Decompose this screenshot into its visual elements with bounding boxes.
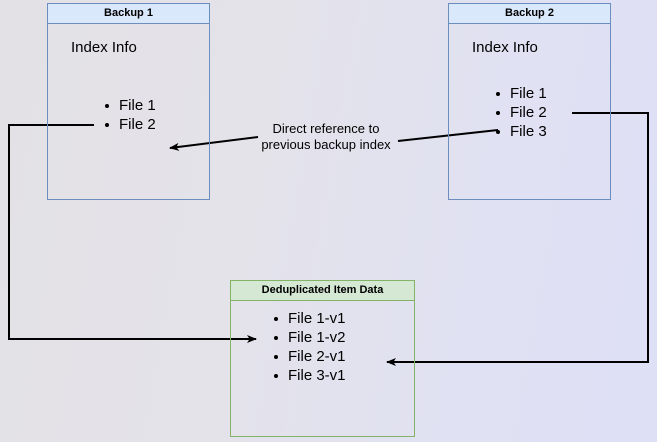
node-backup-2[interactable]: Backup 2 Index Info File 1 File 2 File 3 bbox=[448, 3, 611, 201]
node-backup-2-header: Backup 2 bbox=[448, 3, 611, 24]
list-item: File 1 bbox=[495, 84, 547, 103]
list-item: File 2 bbox=[495, 103, 547, 122]
list-item: File 2 bbox=[104, 115, 156, 134]
list-item: File 2-v1 bbox=[273, 347, 346, 366]
backup-2-file-list: File 1 File 2 File 3 bbox=[495, 84, 547, 141]
edge-label-to-backup1-file2 bbox=[169, 136, 259, 151]
node-backup-1[interactable]: Backup 1 Index Info File 1 File 2 bbox=[47, 3, 210, 201]
node-backup-2-body: Index Info File 1 File 2 File 3 bbox=[448, 23, 611, 200]
node-backup-1-header: Backup 1 bbox=[47, 3, 210, 24]
node-backup-1-body: Index Info File 1 File 2 bbox=[47, 23, 210, 200]
deduplicated-file-list: File 1-v1 File 1-v2 File 2-v1 File 3-v1 bbox=[273, 309, 346, 385]
list-item: File 1 bbox=[104, 96, 156, 115]
list-item: File 1-v1 bbox=[273, 309, 346, 328]
edge-backup1-to-dedup bbox=[8, 124, 257, 343]
node-deduplicated-header: Deduplicated Item Data bbox=[230, 280, 415, 301]
node-deduplicated-item-data[interactable]: Deduplicated Item Data File 1-v1 File 1-… bbox=[230, 280, 415, 438]
list-item: File 3 bbox=[495, 122, 547, 141]
backup-2-index-info-label: Index Info bbox=[472, 39, 538, 56]
backup-1-file-list: File 1 File 2 bbox=[104, 96, 156, 134]
list-item: File 1-v2 bbox=[273, 328, 346, 347]
edge-label-direct-reference: Direct reference to previous backup inde… bbox=[261, 121, 391, 152]
node-deduplicated-body: File 1-v1 File 1-v2 File 2-v1 File 3-v1 bbox=[230, 300, 415, 437]
backup-1-index-info-label: Index Info bbox=[71, 39, 137, 56]
list-item: File 3-v1 bbox=[273, 366, 346, 385]
